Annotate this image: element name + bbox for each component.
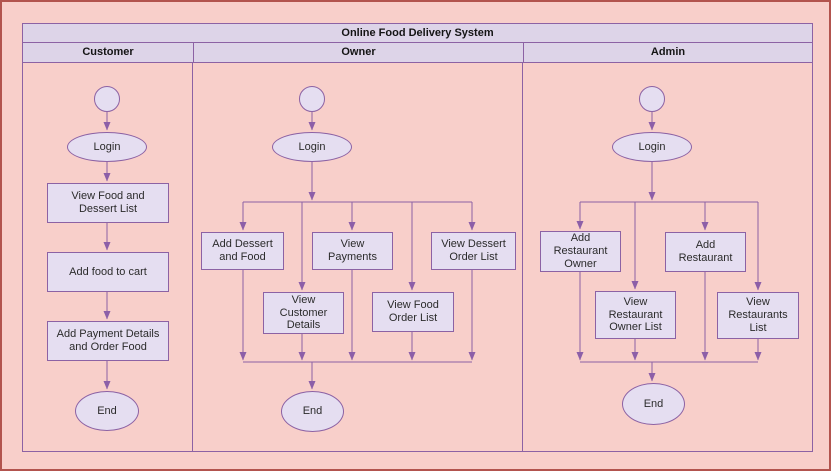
end-node-customer: End	[75, 391, 139, 431]
node-label: Login	[638, 140, 666, 153]
node-label: View Restaurants List	[728, 296, 788, 334]
node-admin-login: Login	[612, 132, 692, 162]
node-label: View Food and Dessert List	[71, 190, 145, 215]
node-label: View Customer Details	[279, 293, 328, 332]
node-label: Add Restaurant	[678, 239, 733, 264]
swimlane-pool: Online Food Delivery System Customer Own…	[22, 23, 813, 452]
node-view-dessert-order-list: View Dessert Order List	[431, 232, 516, 270]
node-label: Login	[93, 140, 121, 153]
node-add-payment-details-and-order-food: Add Payment Details and Order Food	[47, 321, 169, 361]
node-view-food-and-dessert-list: View Food and Dessert List	[47, 183, 169, 223]
node-label: Add Payment Details and Order Food	[56, 328, 160, 353]
node-view-restaurant-owner-list: View Restaurant Owner List	[595, 291, 676, 339]
lane-header-customer: Customer	[23, 43, 193, 63]
node-label: Login	[298, 140, 326, 153]
node-add-dessert-and-food: Add Dessert and Food	[201, 232, 284, 270]
node-view-food-order-list: View Food Order List	[372, 292, 454, 332]
node-label: End	[97, 404, 117, 417]
end-node-admin: End	[622, 383, 685, 425]
node-owner-login: Login	[272, 132, 352, 162]
node-label: Add Restaurant Owner	[553, 232, 608, 270]
node-label: End	[643, 397, 664, 410]
node-label: View Dessert Order List	[441, 238, 506, 263]
lane-divider-owner-admin	[522, 62, 523, 452]
start-node-customer	[94, 86, 120, 112]
lane-header-admin: Admin	[523, 43, 812, 63]
node-label: Add food to cart	[69, 265, 147, 278]
node-view-restaurants-list: View Restaurants List	[717, 292, 799, 339]
start-node-admin	[639, 86, 665, 112]
start-node-owner	[299, 86, 325, 112]
node-label: View Food Order List	[387, 299, 439, 324]
node-customer-login: Login	[67, 132, 147, 162]
node-label: View Restaurant Owner List	[608, 295, 663, 334]
lane-header-row: Customer Owner Admin	[23, 43, 812, 63]
lane-divider-customer-owner	[192, 62, 193, 452]
node-label: Add Dessert and Food	[212, 238, 273, 263]
node-add-restaurant-owner: Add Restaurant Owner	[540, 231, 621, 272]
node-add-food-to-cart: Add food to cart	[47, 252, 169, 292]
end-node-owner: End	[281, 391, 344, 432]
node-view-payments: View Payments	[312, 232, 393, 270]
node-view-customer-details: View Customer Details	[263, 292, 344, 334]
pool-title: Online Food Delivery System	[23, 24, 812, 43]
node-add-restaurant: Add Restaurant	[665, 232, 746, 272]
lane-header-owner: Owner	[193, 43, 523, 63]
node-label: End	[302, 405, 323, 418]
node-label: View Payments	[328, 238, 377, 263]
